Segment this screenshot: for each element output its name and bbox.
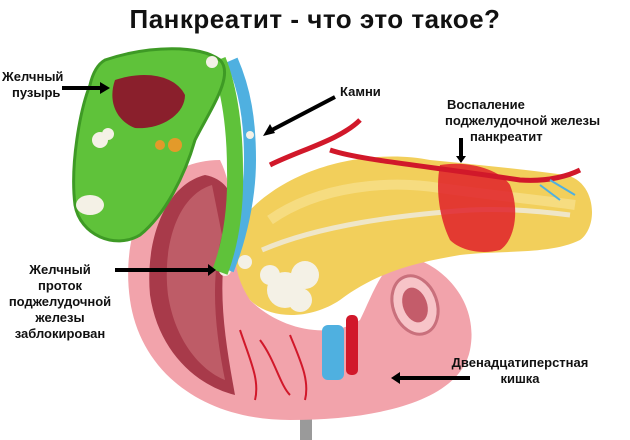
bile-duct: [210, 57, 244, 275]
gallbladder-shape: [72, 47, 254, 243]
arrow-gallbladder: [62, 82, 110, 94]
artery: [346, 315, 358, 375]
arrow-inflammation: [456, 138, 466, 163]
pancreas-shape: [235, 118, 592, 315]
arrow-stones: [263, 95, 336, 136]
duodenum-shape: [128, 160, 472, 420]
portal-vein: [322, 325, 344, 380]
arrow-duodenum: [391, 372, 470, 384]
vein: [222, 57, 257, 273]
page-title: Панкреатит - что это такое?: [129, 4, 501, 34]
label-duodenum: Двенадцатиперстная кишка: [451, 355, 589, 386]
arrow-duct: [115, 264, 216, 276]
label-inflammation: Воспаление поджелудочной железы панкреат…: [445, 97, 601, 144]
label-bile-duct-blocked: Желчный проток поджелудочной железы забл…: [8, 262, 112, 341]
label-gallbladder: Желчный пузырь: [2, 69, 64, 100]
label-stones: Камни: [340, 84, 381, 99]
